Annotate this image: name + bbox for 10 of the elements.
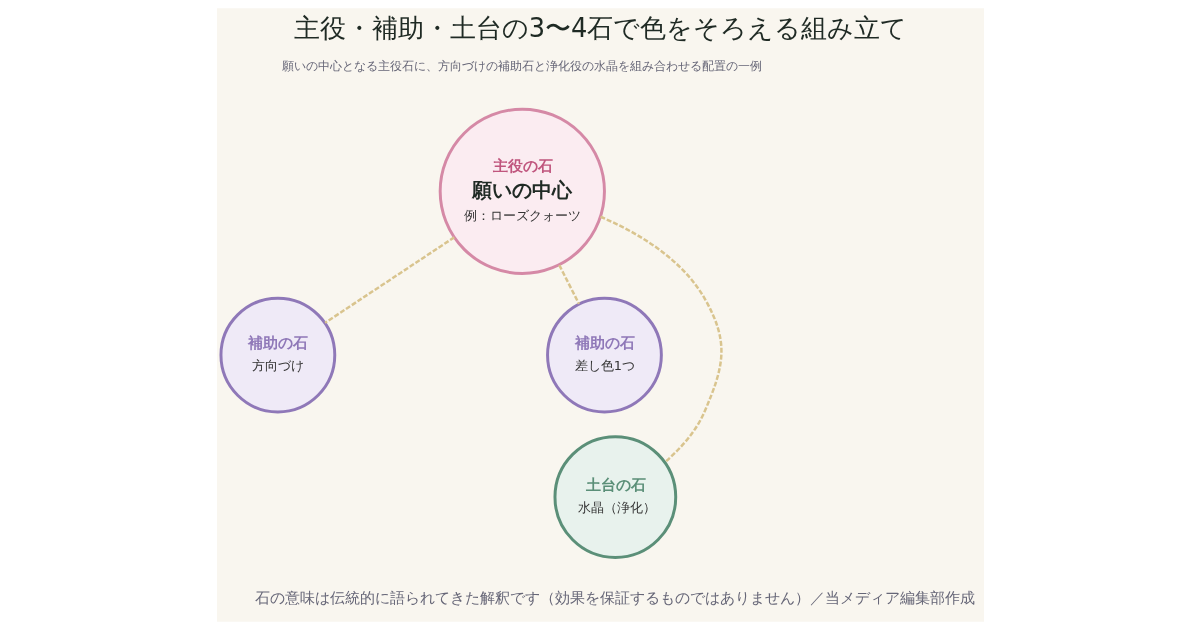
node-circle: 補助の石 差し色1つ	[545, 296, 663, 414]
node-circle: 主役の石 願いの中心 例：ローズクォーツ	[438, 107, 606, 275]
node-circle: 補助の石 方向づけ	[218, 296, 336, 414]
connector	[557, 264, 580, 305]
label: 石の意味は伝統的に語られてきた解釈です（効果を保証するものではありません）／当メディア編集部作成	[254, 589, 975, 607]
connector	[599, 215, 723, 464]
diagram-title: 主役・補助・土台の3〜4石で色をそろえる組み立て	[293, 12, 907, 43]
label: 願いの中心となる主役石に、方向づけの補助石と浄化役の水晶を組み合わせる配置の一例	[281, 58, 762, 73]
node-circle: 土台の石 水晶（浄化）	[553, 435, 677, 559]
connector	[323, 236, 455, 324]
